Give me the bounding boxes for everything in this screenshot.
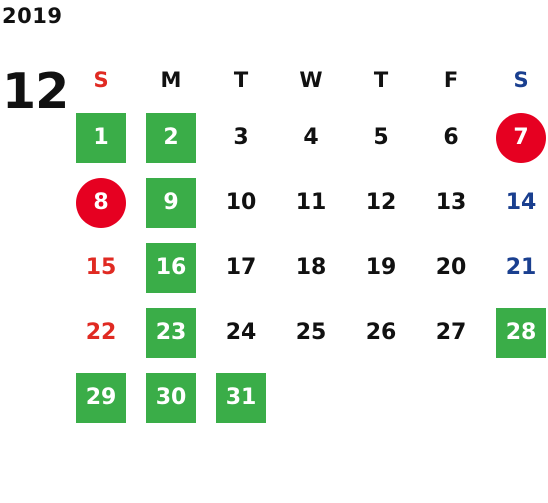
weekday-header: S [513,67,529,92]
day-number: 2 [146,112,196,163]
day-number: 23 [146,307,196,358]
day-cell[interactable]: 18 [276,235,346,300]
day-number: 28 [496,307,546,358]
day-number: 15 [85,254,117,280]
day-number: 17 [225,254,257,280]
day-number: 29 [76,372,126,423]
day-cell[interactable]: 1 [66,105,136,170]
day-cell[interactable]: 7 [486,105,548,170]
day-number: 1 [76,112,126,163]
day-cell[interactable]: 8 [66,170,136,235]
day-number: 25 [295,319,327,345]
day-number: 30 [146,372,196,423]
calendar-month: 12 [2,63,69,120]
day-cell[interactable]: 14 [486,170,548,235]
day-cell[interactable]: 13 [416,170,486,235]
day-cell[interactable]: 24 [206,300,276,365]
day-cell[interactable]: 4 [276,105,346,170]
day-number: 14 [505,189,537,215]
day-cell[interactable]: 25 [276,300,346,365]
day-number: 24 [225,319,257,345]
day-number: 8 [76,177,126,228]
day-cell[interactable]: 23 [136,300,206,365]
day-cell[interactable]: 26 [346,300,416,365]
day-number: 3 [233,124,249,150]
day-number: 11 [295,189,327,215]
day-number: 22 [85,319,117,345]
day-cell[interactable]: 11 [276,170,346,235]
day-number: 16 [146,242,196,293]
day-cell[interactable]: 15 [66,235,136,300]
day-number: 5 [373,124,389,150]
day-number: 12 [365,189,397,215]
weekday-header: T [233,67,249,92]
weekday-header: F [443,67,459,92]
day-number: 10 [225,189,257,215]
weekday-header: T [373,67,389,92]
day-cell[interactable]: 10 [206,170,276,235]
day-number: 13 [435,189,467,215]
day-cell[interactable]: 30 [136,365,206,430]
day-cell[interactable]: 22 [66,300,136,365]
weekday-header: M [160,67,182,92]
weekday-header: W [299,67,323,92]
day-number: 19 [365,254,397,280]
day-number: 21 [505,254,537,280]
day-cell[interactable]: 31 [206,365,276,430]
day-cell[interactable]: 29 [66,365,136,430]
weekday-header: S [93,67,109,92]
day-cell[interactable]: 9 [136,170,206,235]
day-cell[interactable]: 28 [486,300,548,365]
day-cell[interactable]: 2 [136,105,206,170]
day-number: 26 [365,319,397,345]
day-cell[interactable]: 12 [346,170,416,235]
day-cell[interactable]: 6 [416,105,486,170]
day-number: 4 [303,124,319,150]
day-number: 20 [435,254,467,280]
day-cell[interactable]: 20 [416,235,486,300]
day-cell[interactable]: 5 [346,105,416,170]
day-cell[interactable]: 21 [486,235,548,300]
day-number: 27 [435,319,467,345]
day-number: 9 [146,177,196,228]
day-cell[interactable]: 16 [136,235,206,300]
day-number: 18 [295,254,327,280]
day-number: 31 [216,372,266,423]
day-number: 7 [496,112,546,163]
calendar-year: 2019 [2,4,63,28]
day-cell[interactable]: 27 [416,300,486,365]
day-cell[interactable]: 3 [206,105,276,170]
day-cell[interactable]: 19 [346,235,416,300]
day-number: 6 [443,124,459,150]
day-cell[interactable]: 17 [206,235,276,300]
